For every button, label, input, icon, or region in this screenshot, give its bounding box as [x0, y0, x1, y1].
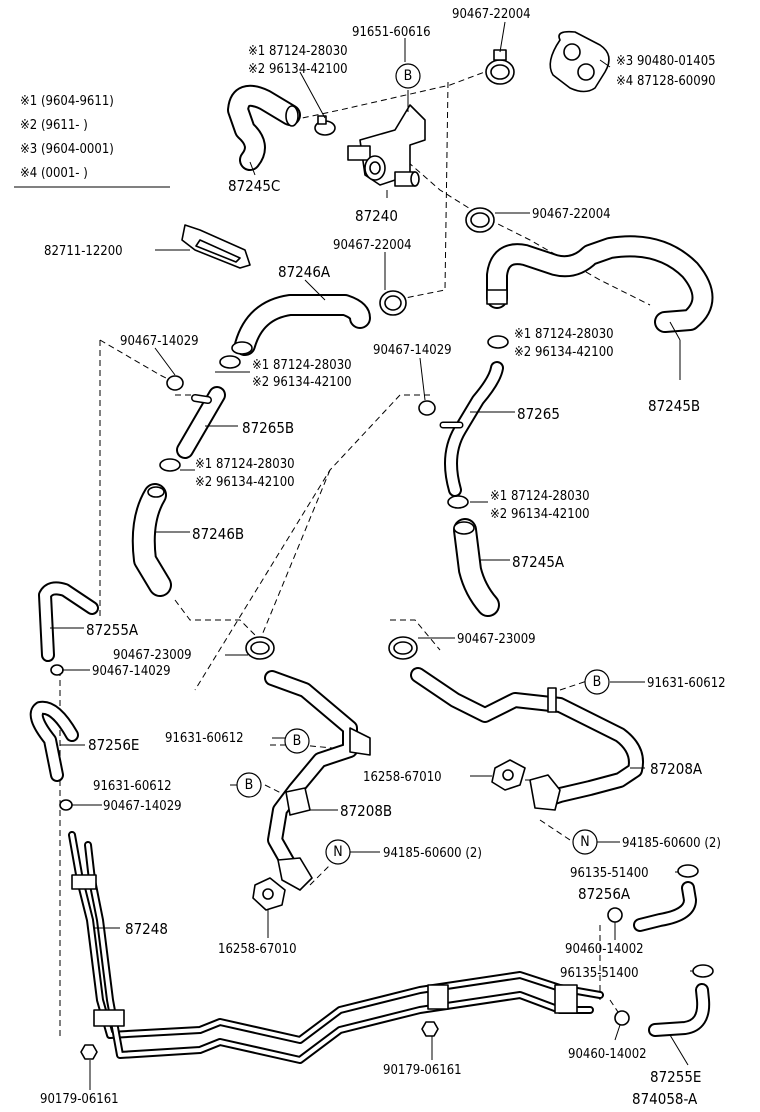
callout-b-circle: B: [584, 669, 610, 695]
pipe-87265: [439, 361, 504, 497]
label-87208b: 87208B: [340, 802, 392, 820]
label-90467-22004: 90467-22004: [452, 7, 531, 22]
clip-icon: [159, 335, 509, 509]
label-90467-23009-b: 90467-23009: [457, 632, 536, 647]
label-87245c: 87245C: [228, 177, 280, 195]
clamp-90467-22004-mid: [465, 207, 495, 233]
clamp-90467-22004-top: [485, 49, 515, 85]
callout-b-circle: B: [236, 772, 262, 798]
hose-87245a: [453, 518, 500, 617]
label-87248: 87248: [125, 920, 168, 938]
clip-82711-12200: [181, 224, 251, 269]
label-87245b: 87245B: [648, 397, 700, 415]
legend-row-1: ※1 (9604-9611): [20, 94, 114, 109]
label-87208a: 87208A: [650, 760, 703, 778]
label-87124-28030-d: ※1 87124-28030: [195, 457, 295, 472]
svg-text:B: B: [293, 733, 302, 749]
hose-clamp-icon: [607, 864, 714, 1026]
label-90467-23009: 90467-23009: [113, 648, 192, 663]
label-87246b: 87246B: [192, 525, 244, 543]
label-87240: 87240: [355, 207, 398, 225]
legend-row-4: ※4 (0001- ): [20, 166, 88, 181]
part-labels: ※1 87124-28030 ※2 96134-42100 91651-6061…: [40, 7, 726, 1108]
label-87265: 87265: [517, 405, 560, 423]
label-96134-42100-b: ※2 96134-42100: [252, 375, 352, 390]
label-90467-14029-d: 90467-14029: [103, 799, 182, 814]
svg-text:B: B: [404, 68, 413, 84]
hose-87245b: [486, 235, 714, 333]
label-91631-60612-c: 91631-60612: [93, 779, 172, 794]
hose-87246a: [231, 294, 371, 356]
hose-87255a: [38, 581, 99, 662]
label-96134-42100-e: ※2 96134-42100: [490, 507, 590, 522]
hose-87245c: [227, 84, 301, 171]
label-16258-67010-b: 16258-67010: [218, 942, 297, 957]
label-94185-60600: 94185-60600 (2): [383, 846, 482, 861]
hose-87246b: [131, 483, 172, 597]
label-90480-01405: ※3 90480-01405: [616, 54, 716, 69]
label-87124-28030: ※1 87124-28030: [248, 44, 348, 59]
svg-text:N: N: [580, 834, 589, 850]
nut-icon: [80, 1021, 439, 1060]
tube-87248: [68, 831, 604, 1064]
label-90460-14002: 90460-14002: [565, 942, 644, 957]
label-87255a: 87255A: [86, 621, 139, 639]
clamp-90467-23009: [245, 636, 418, 660]
label-87124-28030-b: ※1 87124-28030: [252, 358, 352, 373]
label-87124-28030-e: ※1 87124-28030: [490, 489, 590, 504]
pipe-87208b: [264, 670, 371, 891]
label-90467-14029-b: 90467-14029: [373, 343, 452, 358]
callout-b-circle: B: [395, 63, 421, 89]
clamp-icon: [314, 115, 336, 136]
label-87246a: 87246A: [278, 263, 331, 281]
label-96135-51400-b: 96135-51400: [560, 966, 639, 981]
callout-n-circle: N: [572, 829, 598, 855]
label-87256e: 87256E: [88, 736, 139, 754]
label-90179-06161: 90179-06161: [383, 1063, 462, 1078]
label-90460-14002-b: 90460-14002: [568, 1047, 647, 1062]
label-91631-60612-b: 91631-60612: [165, 731, 244, 746]
label-87255e: 87255E: [650, 1068, 701, 1086]
legend: ※1 (9604-9611) ※2 (9611- ) ※3 (9604-0001…: [14, 94, 170, 188]
label-94185-60600-b: 94185-60600 (2): [622, 836, 721, 851]
hose-87256e: [29, 700, 79, 782]
label-87256a: 87256A: [578, 885, 631, 903]
hose-87255e: [648, 983, 711, 1037]
pipe-87265b: [176, 386, 226, 459]
legend-row-2: ※2 (9611- ): [20, 118, 88, 133]
callout-n-circle: N: [325, 839, 351, 865]
pipe-87208a: [410, 667, 644, 811]
callout-b-circle: B: [284, 728, 310, 754]
leader-lines: [50, 21, 693, 1090]
valve-87240: [347, 104, 426, 187]
label-96134-42100-d: ※2 96134-42100: [195, 475, 295, 490]
label-91631-60612: 91631-60612: [647, 676, 726, 691]
label-16258-67010: 16258-67010: [363, 770, 442, 785]
gasket-16258-67010: [252, 759, 526, 911]
label-91651-60616: 91651-60616: [352, 25, 431, 40]
label-90467-14029: 90467-14029: [120, 334, 199, 349]
label-90467-14029-c: 90467-14029: [92, 664, 171, 679]
svg-text:B: B: [593, 674, 602, 690]
label-87245a: 87245A: [512, 553, 565, 571]
label-874058-a: 874058-A: [632, 1090, 698, 1108]
label-87128-60090: ※4 87128-60090: [616, 74, 716, 89]
label-82711-12200: 82711-12200: [44, 244, 123, 259]
legend-row-3: ※3 (9604-0001): [20, 142, 114, 157]
label-96134-42100-c: ※2 96134-42100: [514, 345, 614, 360]
label-90179-06161-b: 90179-06161: [40, 1092, 119, 1107]
label-96135-51400: 96135-51400: [570, 866, 649, 881]
grommet-90480-01405: [549, 30, 610, 93]
label-96134-42100: ※2 96134-42100: [248, 62, 348, 77]
clamp-90467-22004-lower: [379, 290, 407, 316]
svg-text:B: B: [245, 777, 254, 793]
hose-87256a: [633, 881, 697, 932]
label-90467-22004-b: 90467-22004: [532, 207, 611, 222]
svg-text:N: N: [333, 844, 342, 860]
label-87265b: 87265B: [242, 419, 294, 437]
label-90467-22004-c: 90467-22004: [333, 238, 412, 253]
label-87124-28030-c: ※1 87124-28030: [514, 327, 614, 342]
